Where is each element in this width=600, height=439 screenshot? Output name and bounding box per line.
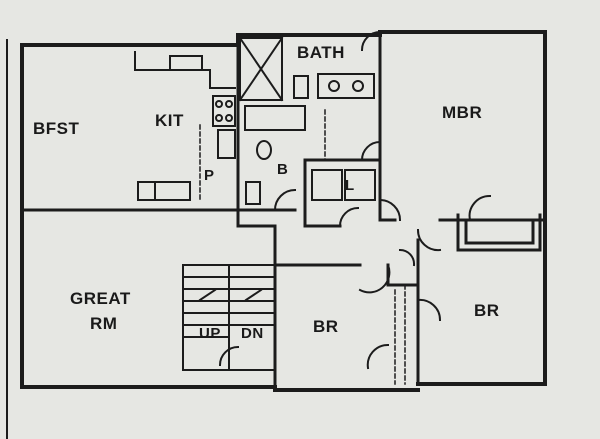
room-label-great-rm-line1: GREAT [70, 289, 131, 308]
room-label-kit: KIT [155, 111, 184, 130]
door-swings [218, 30, 492, 370]
room-label-pantry: P [204, 167, 215, 184]
closet-lines [199, 109, 406, 385]
stairs [182, 264, 276, 371]
room-label-bath: BATH [297, 43, 345, 62]
bath-fixtures [238, 36, 375, 205]
stair-label-up: UP [199, 325, 221, 342]
interior-walls [20, 30, 547, 389]
room-label-mbr: MBR [442, 103, 483, 122]
room-label-great-rm-line2: RM [90, 314, 118, 333]
kitchen-counters [134, 51, 236, 201]
room-label-bath2: B [277, 161, 289, 178]
room-label-br-right: BR [474, 301, 500, 320]
laundry-appliances [311, 169, 376, 201]
windows [21, 31, 546, 391]
room-label-br-middle: BR [313, 317, 339, 336]
stair-label-dn: DN [241, 325, 264, 342]
room-label-laundry: L [345, 177, 355, 194]
room-label-bfst: BFST [33, 119, 80, 138]
